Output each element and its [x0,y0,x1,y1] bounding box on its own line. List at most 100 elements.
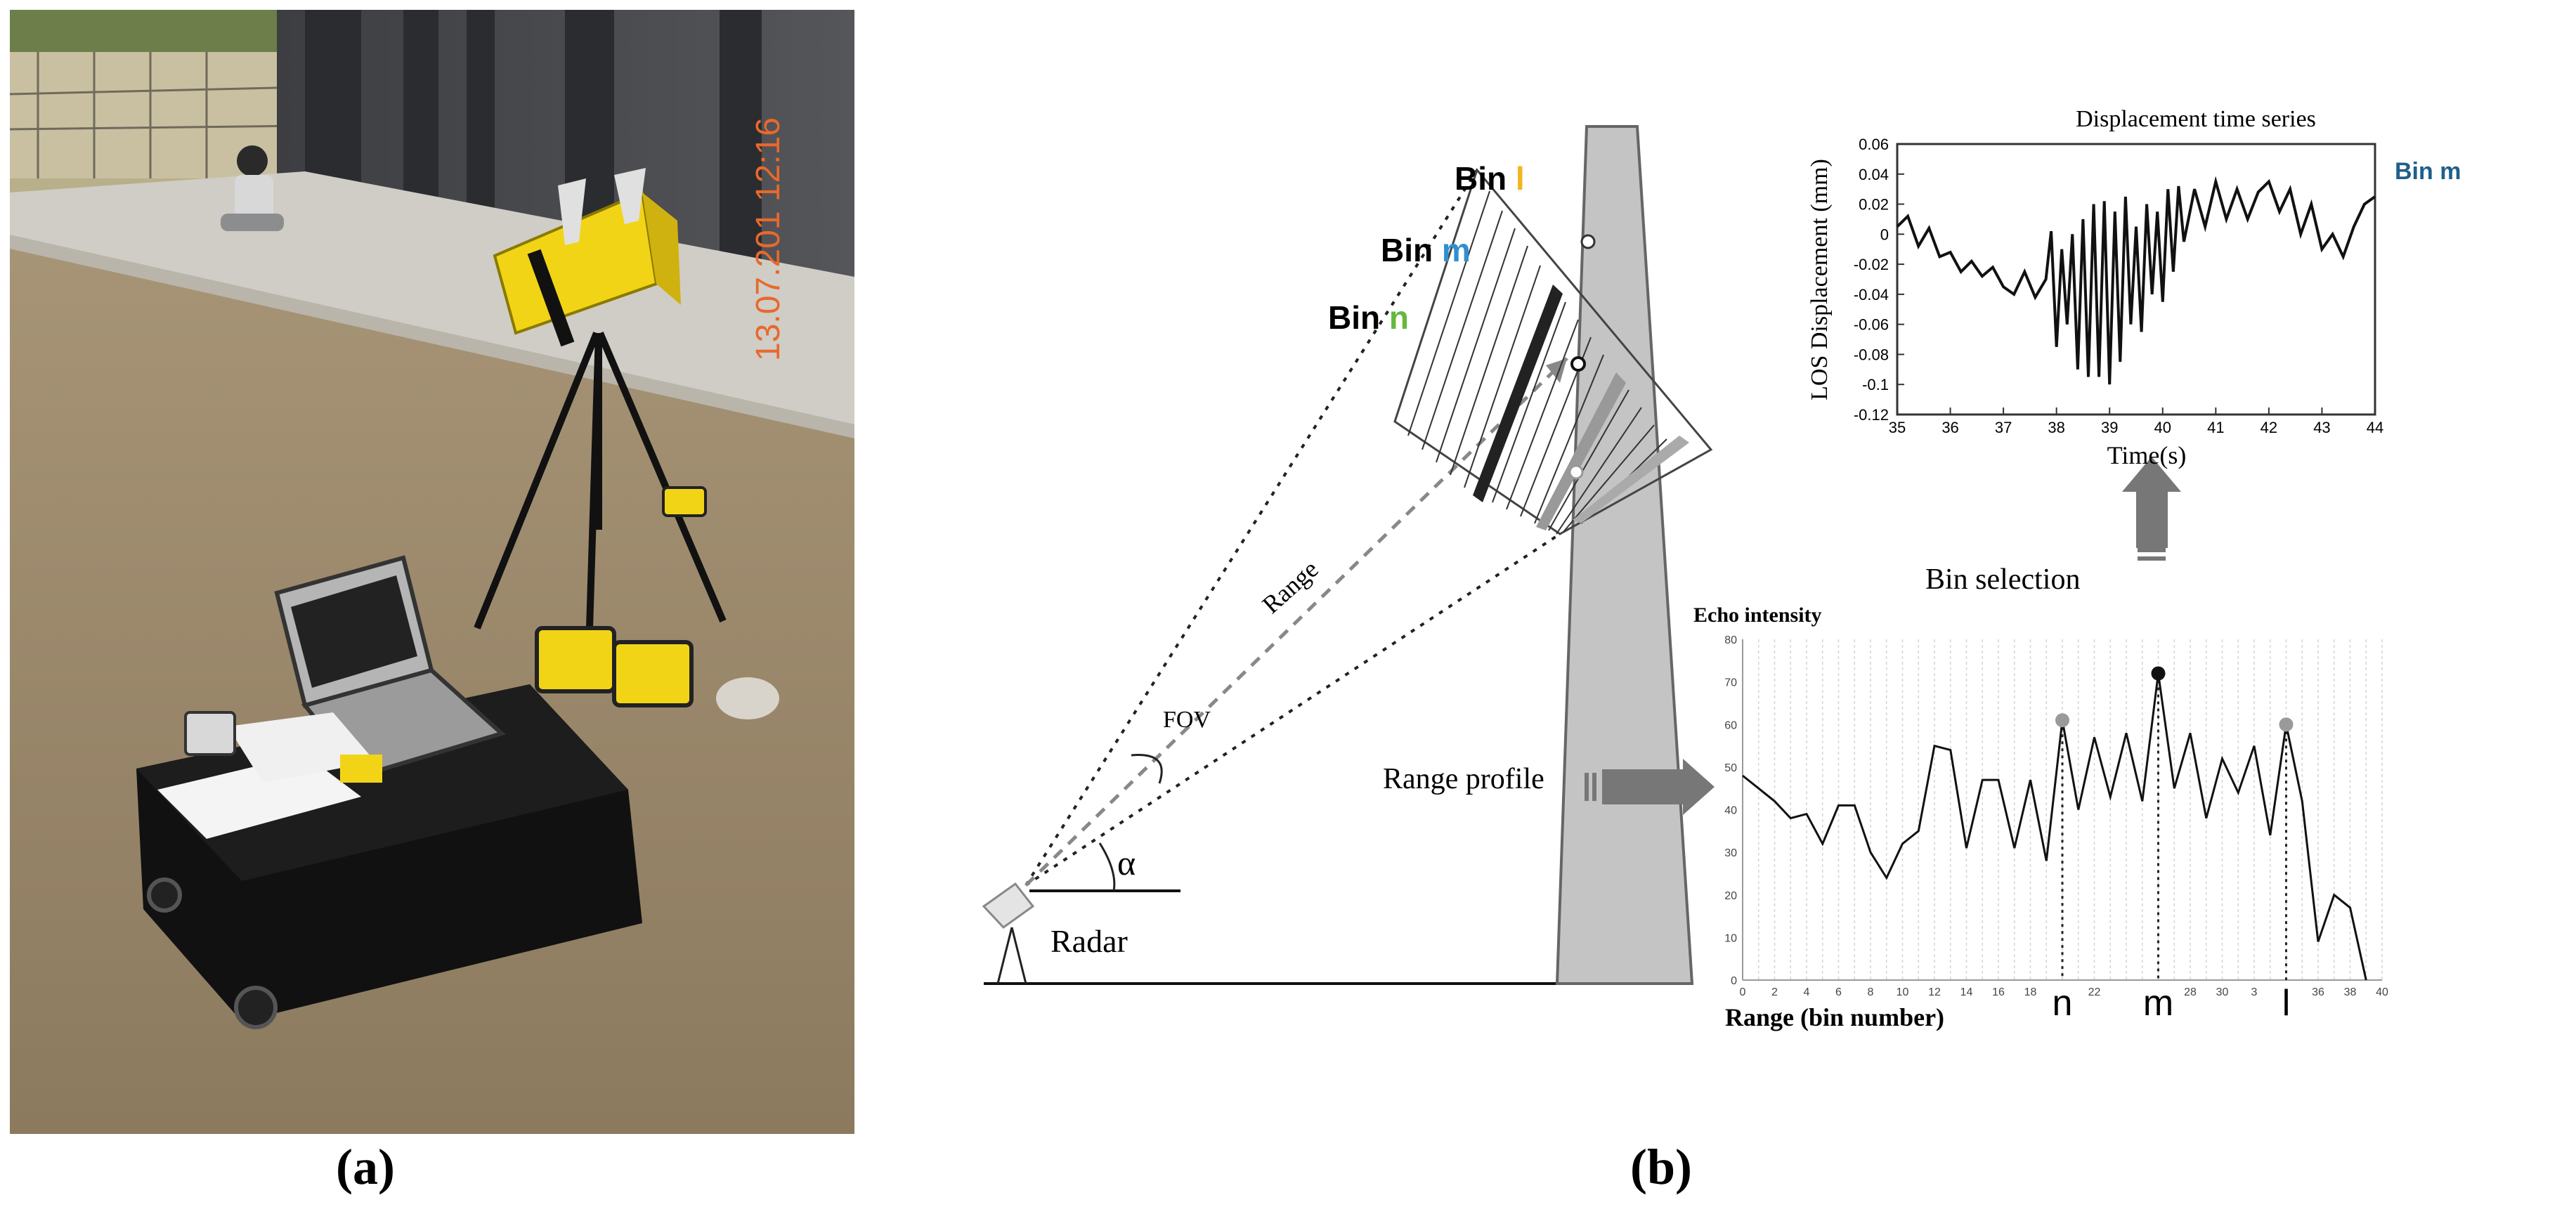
displacement-y-tick-label: -0.12 [1854,406,1889,424]
echo-x-tick-label: 18 [2024,986,2037,998]
fov-arc [1131,754,1163,784]
range-bins [1393,167,1713,535]
echo-marker-m [2151,666,2166,681]
displacement-y-tick-label: -0.04 [1854,286,1889,304]
echo-x-tick-label: 0 [1740,986,1746,998]
bin-n-strip [1473,285,1563,502]
echo-y-tick-label: 70 [1724,677,1737,689]
rock [716,677,779,719]
echo-x-tick-label: 8 [1868,986,1874,998]
displacement-series-line [1896,176,2376,385]
bin-l-label: Bin l [1455,160,1525,197]
echo-x-tick-label: 6 [1835,986,1842,998]
range-profile-arrow [1585,759,1715,815]
panel-b-label: (b) [1630,1139,1692,1195]
displacement-x-tick-label: 43 [2313,419,2330,436]
tripod [474,332,727,629]
bin-m-label: Bin m [1381,232,1471,268]
echo-series-line [1742,673,2367,981]
displacement-x-ticks: 35 36 37 38 39 40 41 42 43 44 [1889,407,2383,436]
echo-x-tick-label: 36 [2312,986,2324,998]
displacement-y-tick-label: 0 [1880,226,1889,243]
echo-x-tick-label: 30 [2216,986,2229,998]
displacement-x-tick-label: 39 [2101,419,2118,436]
displacement-y-tick-label: -0.1 [1862,376,1889,393]
echo-marker-l [2279,717,2294,732]
bin-selection-label: Bin selection [1925,563,2080,596]
echo-x-tick-label: 3 [2251,986,2258,998]
seated-person [221,145,284,231]
bin-n-label: Bin n [1328,299,1409,336]
echo-y-tick-label: 30 [1724,847,1737,859]
echo-x-tick-label: 22 [2088,986,2101,998]
echo-x-axis-label: Range (bin number) [1725,1003,1944,1031]
displacement-x-tick-label: 36 [1941,419,1958,436]
displacement-plot-frame [1896,143,2376,416]
range-profile-label: Range profile [1383,763,1544,795]
displacement-y-tick-label: 0.04 [1859,166,1889,183]
echo-x-tick-label: 14 [1960,986,1973,998]
range-label: Range [1257,555,1324,619]
echo-y-ticks: 80 70 60 50 40 30 20 10 0 [1724,634,1737,987]
battery-packs [535,486,707,707]
displacement-x-tick-label: 44 [2367,419,2383,436]
displacement-x-axis-label: Time(s) [2107,441,2187,469]
panel-a-label: (a) [336,1139,395,1195]
displacement-y-ticks: 0.060.040.020-0.02-0.04-0.06-0.08-0.1-0.… [1854,136,1904,424]
echo-y-tick-label: 20 [1724,890,1737,902]
tower [1555,125,1694,985]
radar-sensor-head [493,168,681,347]
echo-y-axis-label: Echo intensity [1693,604,1822,627]
paper-sheet [157,755,361,839]
bin-selection-arrow [2122,457,2181,561]
displacement-x-tick-label: 35 [1889,419,1906,436]
alpha-label: α [1117,843,1136,882]
echo-x-tick-label: 4 [1804,986,1810,998]
echo-x-tick-label: 10 [1897,986,1909,998]
radar-device [982,882,1035,984]
echo-y-tick-label: 50 [1724,762,1737,774]
displacement-x-tick-label: 38 [2048,419,2064,436]
displacement-legend: Bin m [2395,158,2461,185]
echo-x-tick-label: 12 [1928,986,1941,998]
bin-l-strip [1573,436,1689,523]
range-axis [1024,357,1568,887]
echo-x-tick-label: 16 [1992,986,2005,998]
displacement-chart-title: Displacement time series [2076,106,2316,132]
echo-marker-label-n: n [2053,983,2073,1024]
echo-x-tick-label: 2 [1771,986,1778,998]
echo-chart: Echo intensity 80 70 60 50 40 30 20 10 0 0 2 4 6 8 10… [1693,604,2388,1031]
echo-x-tick-label: 38 [2344,986,2357,998]
displacement-x-tick-label: 41 [2207,419,2224,436]
displacement-y-tick-label: -0.02 [1854,256,1889,273]
photo-timestamp: 13.07.201 12:16 [750,117,787,361]
small-monitor [184,711,236,756]
displacement-x-tick-label: 40 [2154,419,2171,436]
echo-y-tick-label: 80 [1724,634,1737,646]
echo-y-tick-label: 60 [1724,719,1737,731]
displacement-x-tick-label: 42 [2260,419,2277,436]
displacement-y-axis-label: LOS Displacement (mm) [1807,159,1833,400]
echo-y-tick-label: 40 [1724,805,1737,817]
displacement-y-tick-label: -0.08 [1854,346,1889,363]
echo-highlight-guides [2061,673,2287,980]
echo-y-tick-label: 10 [1724,932,1737,944]
echo-y-tick-label: 0 [1731,975,1737,987]
displacement-y-tick-label: 0.02 [1859,196,1889,214]
fov-label: FOV [1163,707,1211,733]
echo-highlight-markers [2055,666,2294,732]
alpha-arc [1098,842,1116,892]
echo-x-tick-label: 40 [2376,986,2388,998]
displacement-y-tick-label: 0.06 [1859,136,1889,153]
displacement-x-tick-label: 37 [1995,419,2012,436]
bin-m-strip [1536,372,1626,530]
echo-marker-label-l: l [2282,983,2291,1024]
white-device [228,712,375,783]
echo-marker-label-m: m [2143,983,2173,1024]
echo-marker-n [2055,713,2069,728]
radar-label: Radar [1050,923,1128,959]
